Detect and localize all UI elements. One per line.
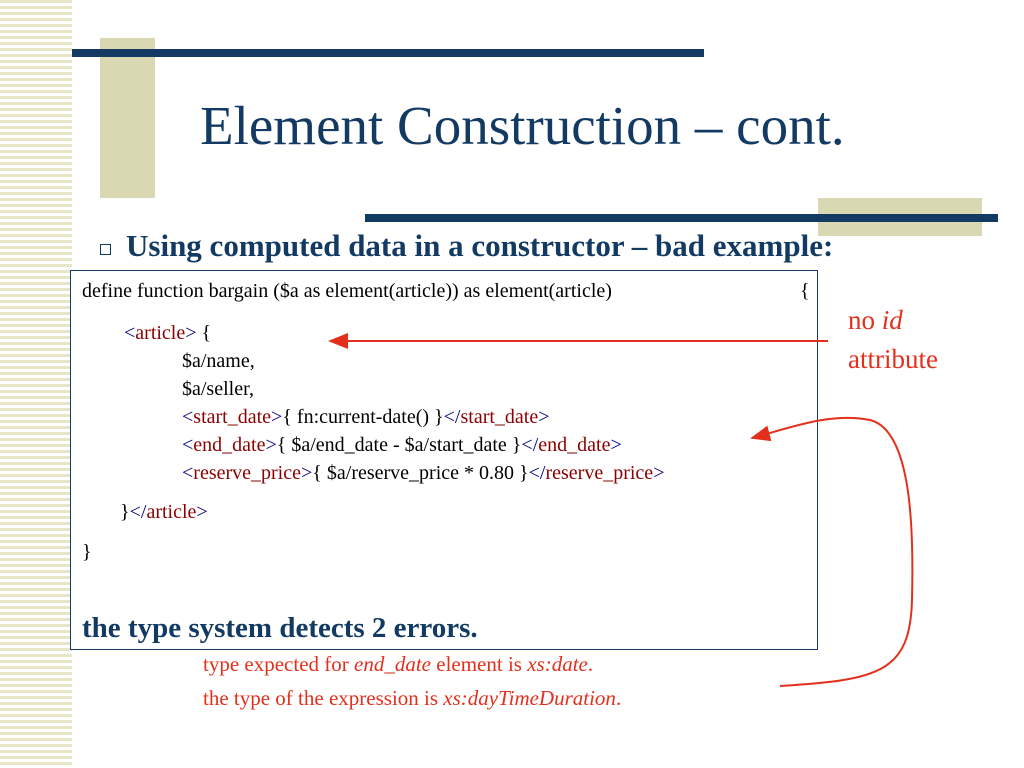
error-text: . xyxy=(587,652,594,676)
error-text: . xyxy=(615,686,622,710)
code-line-1: define function bargain ($a as element(a… xyxy=(82,281,612,301)
error-italic: xs:dayTimeDuration xyxy=(443,686,616,710)
angle-close: > xyxy=(538,406,550,428)
code-expr: { $a/reserve_price * 0.80 } xyxy=(312,462,529,484)
annotation-italic: id xyxy=(881,305,903,335)
error-line-1: type expected for end_date element is xs… xyxy=(203,652,593,677)
code-line-seller: $a/seller, xyxy=(182,378,254,400)
angle-open: < xyxy=(124,322,136,344)
code-define: define function bargain ($a as element(a… xyxy=(82,280,612,302)
tag-name: start_date xyxy=(460,406,539,428)
tag-name: start_date xyxy=(193,406,272,428)
angle-open: </ xyxy=(521,434,539,456)
code-expr: { fn:current-date() } xyxy=(282,406,444,428)
arrow-error-curve xyxy=(750,416,914,687)
angle-open: </ xyxy=(528,462,546,484)
decor-line-bottom xyxy=(365,214,998,222)
code-box xyxy=(70,270,818,650)
code-line-article-open: <article> { xyxy=(124,323,211,343)
angle-open: < xyxy=(182,406,194,428)
angle-open: < xyxy=(182,434,194,456)
striped-left-edge xyxy=(0,0,72,768)
annotation-no-id: no id xyxy=(848,305,903,336)
error-text: element is xyxy=(431,652,528,676)
annotation-text: no xyxy=(848,305,882,335)
error-line-2: the type of the expression is xs:dayTime… xyxy=(203,686,621,711)
angle-close: > xyxy=(301,462,313,484)
tag-name: article xyxy=(135,322,186,344)
angle-close: > xyxy=(610,434,622,456)
annotation-attribute: attribute xyxy=(848,344,938,374)
code-line-end-date: <end_date>{ $a/end_date - $a/start_date … xyxy=(182,435,622,455)
error-italic: end_date xyxy=(354,652,431,676)
angle-close: > xyxy=(653,462,665,484)
code-line-name: $a/name, xyxy=(182,350,255,372)
tag-name: end_date xyxy=(193,434,266,456)
tag-name: reserve_price xyxy=(545,462,654,484)
tag-name: reserve_price xyxy=(193,462,301,484)
type-errors-summary: the type system detects 2 errors. xyxy=(82,612,478,644)
decor-line-top xyxy=(72,49,704,57)
angle-open: < xyxy=(182,462,194,484)
code-text: { xyxy=(196,322,212,344)
error-text: type expected for xyxy=(203,652,355,676)
angle-close: > xyxy=(185,322,197,344)
code-line-article-close: }</article> xyxy=(120,502,208,522)
code-text: } xyxy=(120,501,130,523)
code-expr: { $a/end_date - $a/start_date } xyxy=(276,434,522,456)
code-line-reserve-price: <reserve_price>{ $a/reserve_price * 0.80… xyxy=(182,463,664,483)
error-text: the type of the expression is xyxy=(203,686,444,710)
angle-close: > xyxy=(265,434,277,456)
code-line-function-close: } xyxy=(82,541,92,563)
angle-close: > xyxy=(271,406,283,428)
tag-name: article xyxy=(146,501,197,523)
angle-open: </ xyxy=(129,501,147,523)
tag-name: end_date xyxy=(538,434,611,456)
bullet-text: Using computed data in a constructor – b… xyxy=(126,228,834,263)
decor-bar-vertical-left xyxy=(100,38,155,198)
code-line-1-brace: { xyxy=(800,280,810,302)
angle-close: > xyxy=(196,501,208,523)
error-italic: xs:date xyxy=(527,652,588,676)
bullet-square-icon xyxy=(100,244,111,255)
code-line-start-date: <start_date>{ fn:current-date() }</start… xyxy=(182,407,550,427)
slide-title: Element Construction – cont. xyxy=(200,95,845,156)
angle-open: </ xyxy=(443,406,461,428)
